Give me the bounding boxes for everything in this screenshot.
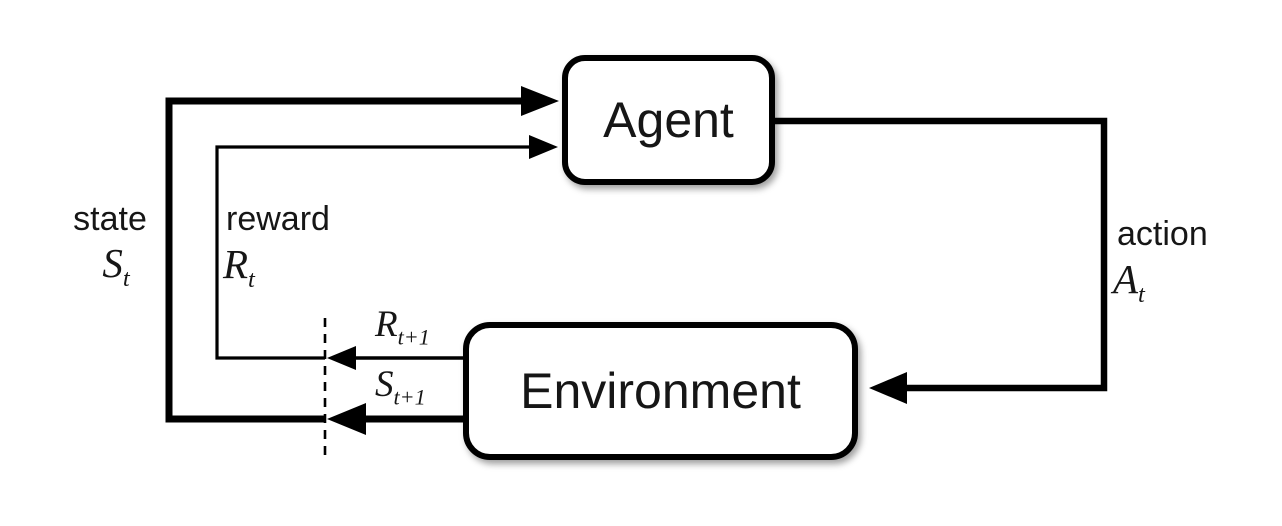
reward-symbol-subscript: t bbox=[248, 266, 255, 294]
next-reward-symbol-subscript: t+1 bbox=[397, 324, 430, 350]
agent-node: Agent bbox=[562, 55, 775, 185]
action-word-label: action bbox=[1117, 215, 1208, 253]
environment-node: Environment bbox=[463, 322, 858, 460]
action-symbol-base: A bbox=[1113, 256, 1139, 302]
reward-symbol-base: R bbox=[223, 241, 249, 287]
state-symbol-base: S bbox=[102, 240, 123, 286]
state-symbol-label: St bbox=[84, 240, 148, 291]
environment-node-label: Environment bbox=[520, 363, 801, 419]
next-reward-arrowhead-icon bbox=[327, 346, 356, 370]
next-state-symbol-subscript: t+1 bbox=[393, 384, 426, 410]
next-reward-symbol-base: R bbox=[375, 304, 398, 345]
reward-symbol-label: Rt bbox=[223, 241, 255, 292]
agent-node-label: Agent bbox=[603, 92, 734, 148]
next-state-symbol-label: St+1 bbox=[375, 364, 426, 408]
action-flow-path bbox=[772, 117, 1108, 392]
action-symbol-subscript: t bbox=[1138, 281, 1145, 309]
state-arrowhead-into-agent-icon bbox=[521, 86, 559, 116]
state-flow-path bbox=[165, 97, 522, 423]
next-reward-symbol-label: Rt+1 bbox=[375, 304, 430, 348]
reward-word-label: reward bbox=[226, 200, 330, 238]
state-symbol-subscript: t bbox=[122, 265, 130, 293]
next-state-symbol-base: S bbox=[375, 364, 394, 405]
state-word-label: state bbox=[73, 200, 147, 238]
reward-arrowhead-into-agent-icon bbox=[529, 135, 558, 159]
reward-flow-path bbox=[215, 145, 531, 360]
next-state-arrowhead-icon bbox=[327, 403, 366, 435]
action-arrowhead-into-environment-icon bbox=[869, 372, 907, 404]
action-symbol-label: At bbox=[1113, 256, 1145, 307]
